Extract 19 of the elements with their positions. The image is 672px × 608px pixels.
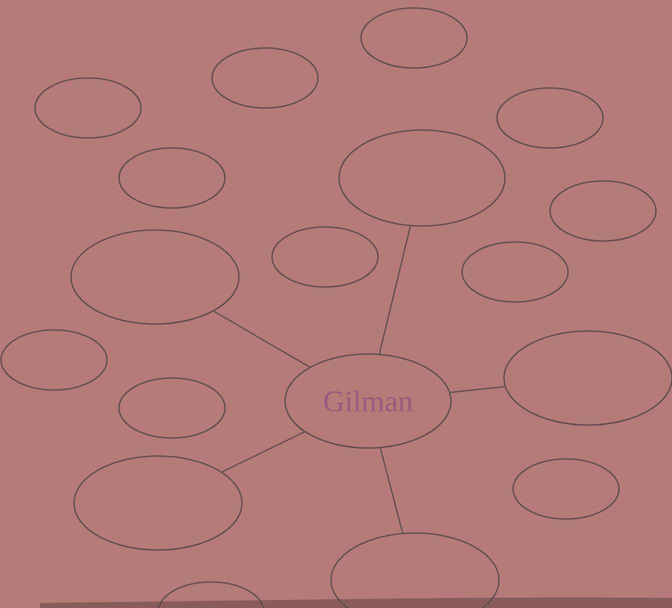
connector-line [214, 310, 310, 368]
connector-line [222, 431, 305, 472]
empty-ellipse [496, 87, 604, 149]
empty-ellipse [118, 147, 226, 209]
empty-ellipse [118, 377, 226, 439]
connector-line [380, 448, 404, 534]
empty-ellipse [338, 129, 506, 227]
empty-ellipse [512, 458, 620, 520]
empty-ellipse [0, 329, 108, 391]
empty-ellipse [271, 226, 379, 288]
empty-ellipse [34, 77, 142, 139]
empty-ellipse [549, 180, 657, 242]
empty-ellipse [461, 241, 569, 303]
connector-line [450, 386, 505, 393]
empty-ellipse [360, 7, 468, 69]
empty-ellipse [73, 455, 243, 551]
empty-ellipse [70, 229, 240, 325]
connector-line [378, 226, 411, 354]
empty-ellipse [211, 47, 319, 109]
